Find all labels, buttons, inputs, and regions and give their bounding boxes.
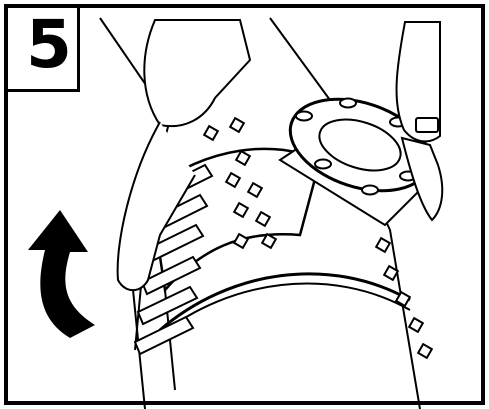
step-number: 5 — [26, 12, 72, 78]
step-badge: 5 — [8, 8, 80, 92]
rotate-arrow-icon — [28, 210, 95, 338]
